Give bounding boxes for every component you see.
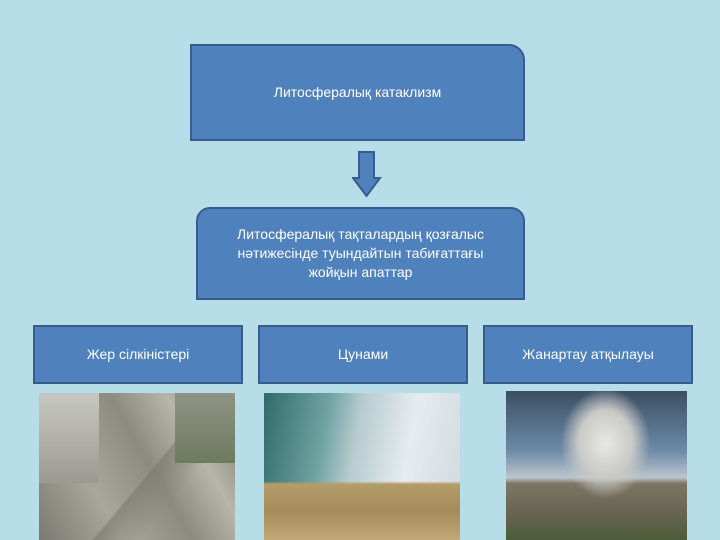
description-text: Литосфералық тақталардың қозғалыс нәтиже…: [237, 226, 484, 280]
title-text: Литосфералық катаклизм: [273, 84, 442, 101]
category-label: Цунами: [337, 346, 389, 363]
arrow-down-icon: [352, 151, 382, 198]
category-box-volcano: Жанартау атқылауы: [483, 325, 693, 384]
category-label: Жер сілкіністері: [86, 346, 190, 363]
category-label: Жанартау атқылауы: [522, 346, 654, 363]
earthquake-photo: [39, 393, 235, 540]
category-box-tsunami: Цунами: [258, 325, 468, 384]
tsunami-photo: [264, 393, 460, 540]
category-box-earthquakes: Жер сілкіністері: [33, 325, 243, 384]
volcano-photo: [506, 391, 687, 540]
description-box: Литосфералық тақталардың қозғалыс нәтиже…: [196, 207, 525, 300]
title-box: Литосфералық катаклизм: [190, 44, 525, 141]
